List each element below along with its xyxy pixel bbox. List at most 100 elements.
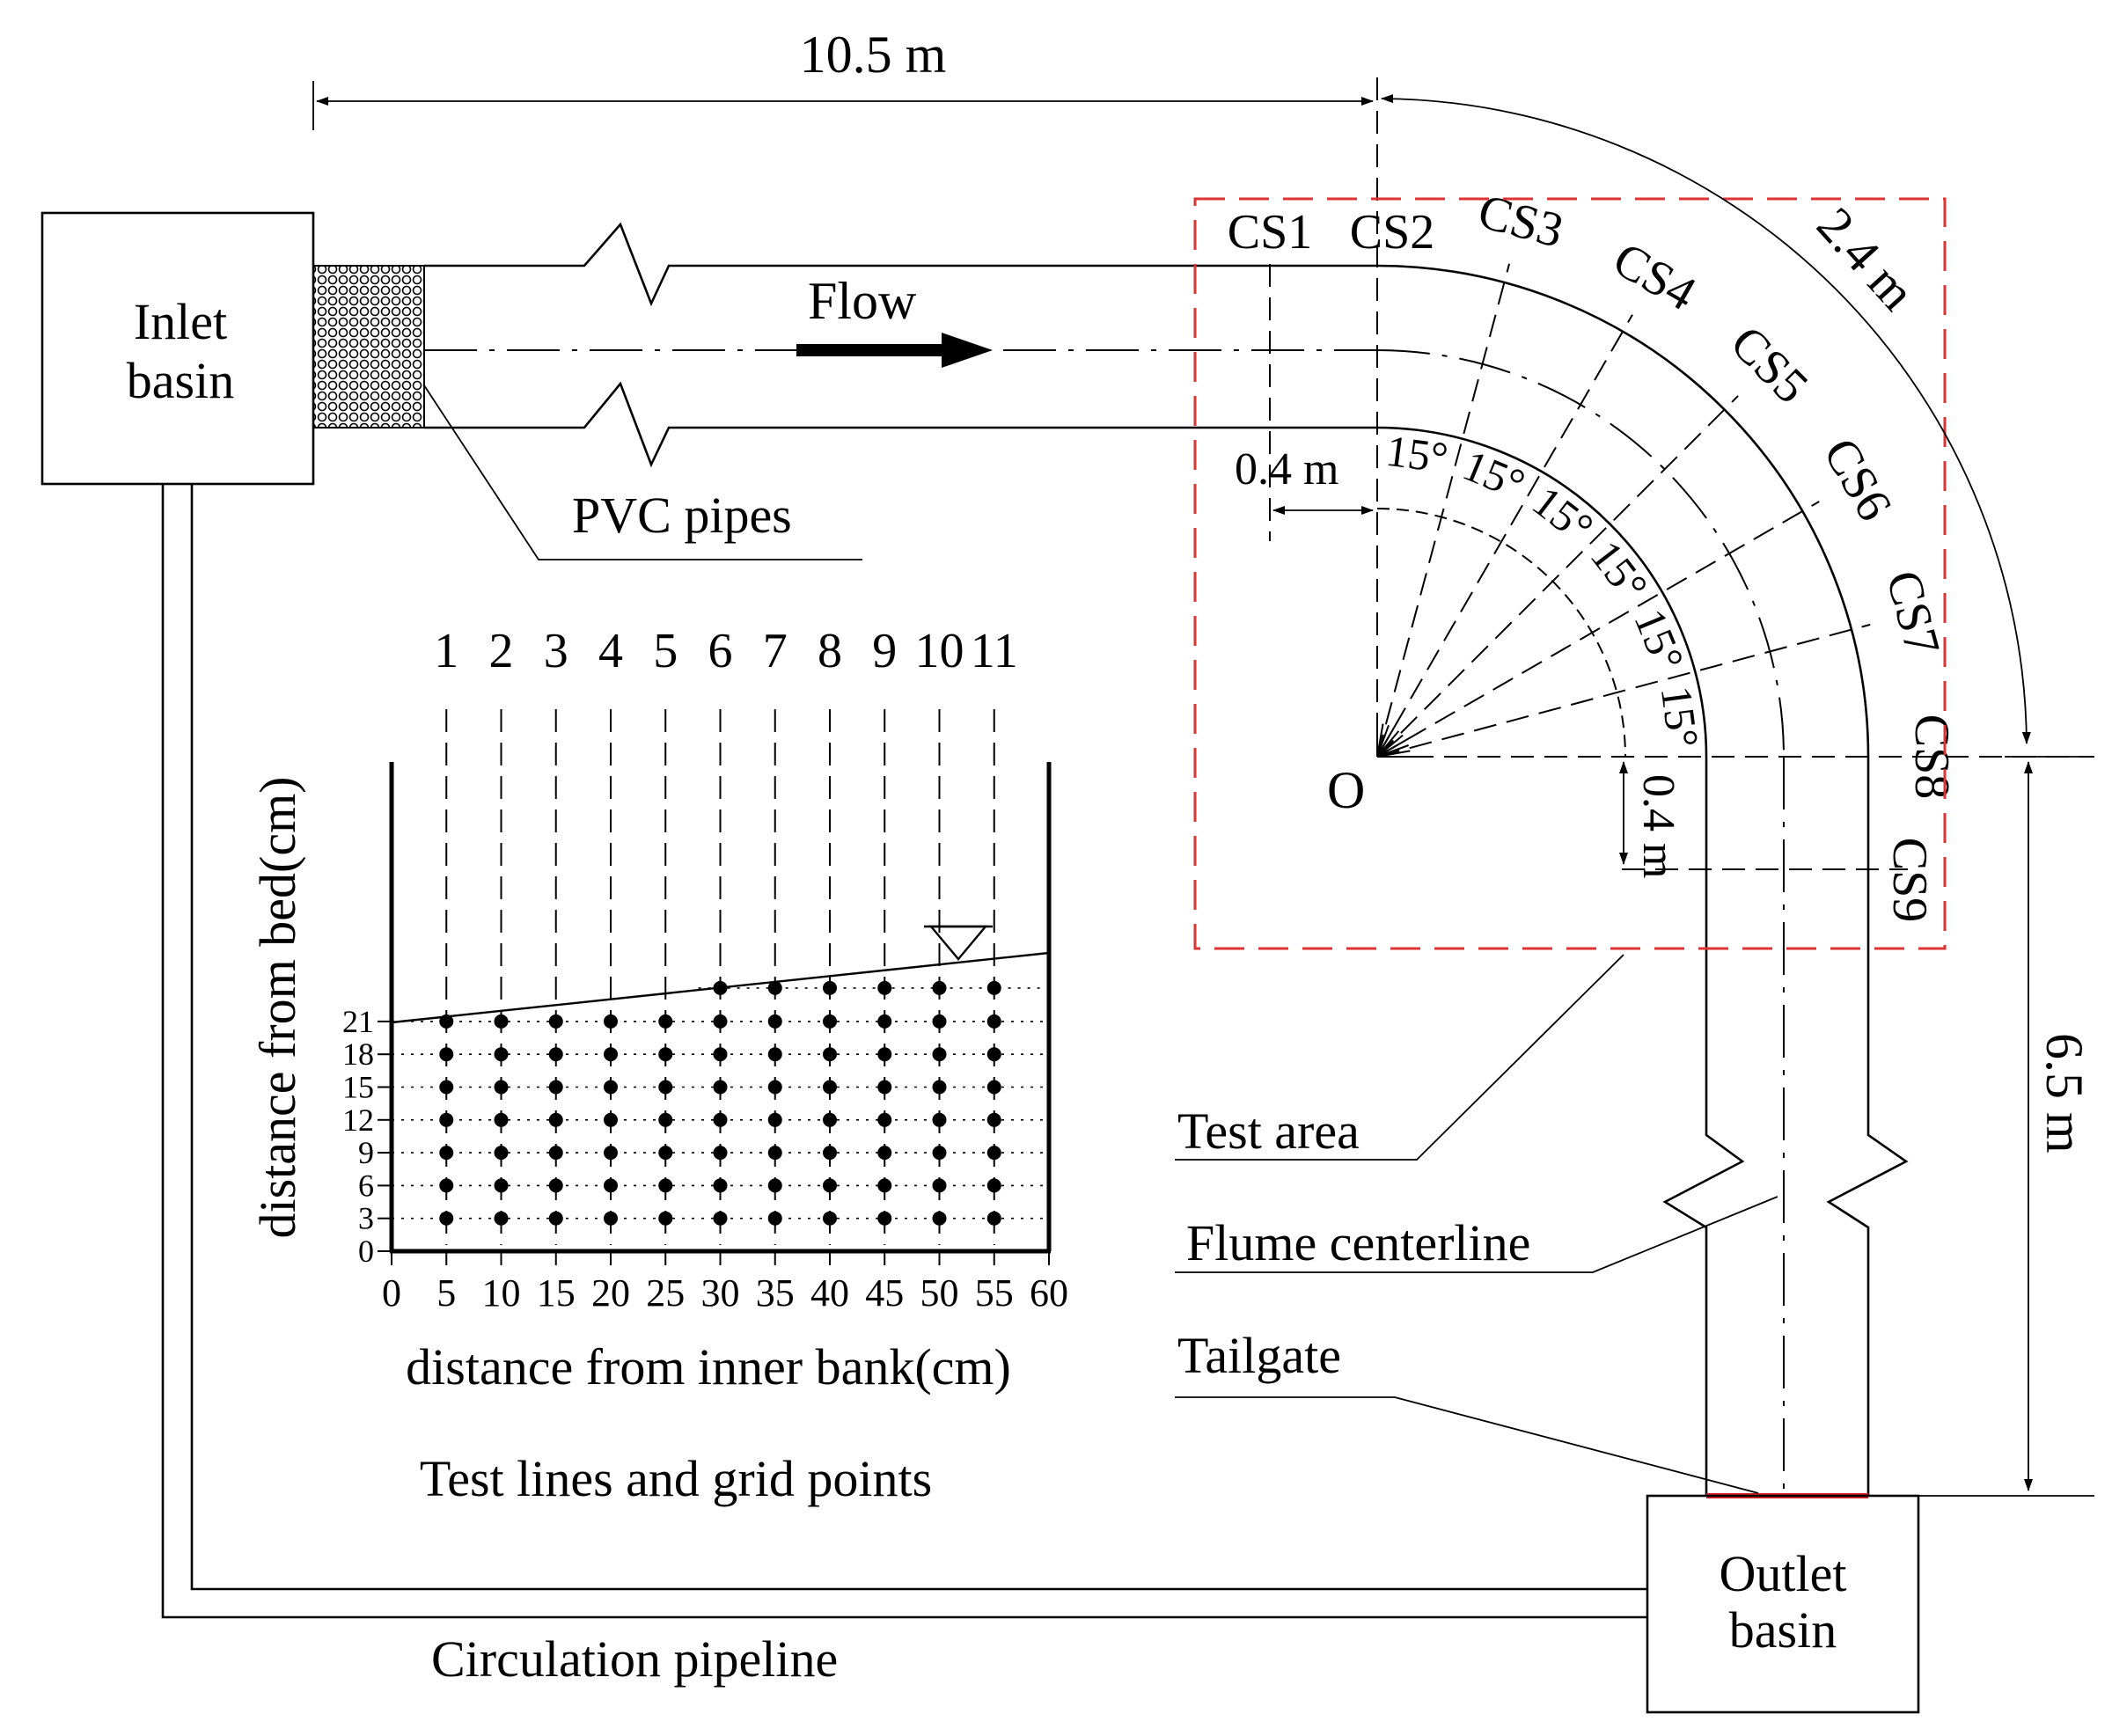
y-tick-label: 6 xyxy=(358,1168,374,1203)
grid-point xyxy=(767,1080,782,1095)
grid-point xyxy=(439,1080,454,1095)
cs-label: CS6 xyxy=(1813,429,1903,531)
grid-point xyxy=(439,1146,454,1161)
grid-point xyxy=(439,1047,454,1062)
test-line-label: 4 xyxy=(598,624,623,678)
radial-line xyxy=(1376,314,1633,758)
x-tick-label: 60 xyxy=(1030,1271,1068,1315)
test-area-label: Test area xyxy=(1177,1102,1360,1160)
grid-point xyxy=(767,1047,782,1062)
grid-point xyxy=(986,1112,1001,1127)
test-line-label: 9 xyxy=(872,624,897,678)
tailgate-label: Tailgate xyxy=(1177,1327,1341,1384)
grid-point xyxy=(877,1047,892,1062)
y-tick-label: 15 xyxy=(342,1070,374,1105)
pvc-pipes-bundle xyxy=(312,265,425,429)
grid-point xyxy=(877,1146,892,1161)
grid-point xyxy=(986,1146,1001,1161)
grid-point xyxy=(548,1014,563,1029)
test-line-label: 3 xyxy=(544,624,568,678)
grid-point xyxy=(713,980,728,995)
cs-label: CS2 xyxy=(1350,205,1435,260)
grid-point xyxy=(494,1112,509,1127)
x-tick-label: 5 xyxy=(436,1271,456,1315)
x-tick-label: 20 xyxy=(591,1271,630,1315)
test-line-label: 1 xyxy=(434,624,458,678)
cs-label: CS1 xyxy=(1228,205,1313,260)
grid-point xyxy=(767,1211,782,1226)
center-fan-line xyxy=(1376,750,1411,758)
grid-point xyxy=(932,1014,947,1029)
flume-lower-wall xyxy=(424,381,1377,468)
grid-point xyxy=(658,1080,673,1095)
dim-10-5-label: 10.5 m xyxy=(800,26,947,84)
grid-point xyxy=(713,1211,728,1226)
grid-point xyxy=(604,1047,618,1062)
angle-label: 15° xyxy=(1383,426,1451,483)
x-tick-label: 55 xyxy=(975,1271,1014,1315)
grid-point xyxy=(494,1080,509,1095)
grid-point xyxy=(986,1211,1001,1226)
grid-point xyxy=(877,1112,892,1127)
angle-label: 15° xyxy=(1581,531,1658,611)
outlet-outer-wall xyxy=(1826,757,1909,1496)
pvc-pipes-label: PVC pipes xyxy=(572,487,792,544)
pvc-pipes-leader xyxy=(423,385,862,560)
dim-2-4-label: 2.4 m xyxy=(1806,196,1926,321)
cs-label: CS4 xyxy=(1604,231,1705,321)
cs-label: CS7 xyxy=(1875,565,1950,661)
grid-point xyxy=(494,1047,509,1062)
grid-point xyxy=(932,1146,947,1161)
outlet-inner-wall xyxy=(1662,757,1745,1496)
x-tick-label: 45 xyxy=(865,1271,904,1315)
test-line-label: 5 xyxy=(653,624,678,678)
outlet-basin-label-2: basin xyxy=(1729,1601,1837,1659)
y-tick-label: 12 xyxy=(342,1102,374,1138)
grid-point xyxy=(548,1178,563,1193)
angle-label: 15° xyxy=(1652,683,1709,751)
grid-point xyxy=(713,1146,728,1161)
grid-point xyxy=(823,1146,837,1161)
angle-label: 15° xyxy=(1624,602,1694,678)
grid-point xyxy=(932,1112,947,1127)
grid-point xyxy=(548,1112,563,1127)
x-tick-label: 50 xyxy=(920,1271,959,1315)
y-tick-label: 9 xyxy=(358,1135,374,1170)
grid-point xyxy=(767,1146,782,1161)
cs-label: CS8 xyxy=(1904,714,1959,800)
grid-point xyxy=(823,1080,837,1095)
x-tick-label: 15 xyxy=(537,1271,576,1315)
dim-2-4-arc xyxy=(1381,94,2031,744)
flume-centerline-label: Flume centerline xyxy=(1186,1214,1530,1271)
test-area-leader xyxy=(1175,954,1624,1161)
y-tick-label: 3 xyxy=(358,1201,374,1236)
cs-label: CS3 xyxy=(1472,184,1568,259)
grid-point xyxy=(823,980,837,995)
grid-point xyxy=(439,1112,454,1127)
x-tick-label: 0 xyxy=(382,1271,401,1315)
grid-point xyxy=(932,1047,947,1062)
grid-point xyxy=(877,1014,892,1029)
grid-point xyxy=(494,1146,509,1161)
grid-point xyxy=(932,1211,947,1226)
grid-point xyxy=(767,980,782,995)
grid-point xyxy=(658,1178,673,1193)
test-line-label: 2 xyxy=(489,624,514,678)
grid-point xyxy=(767,1014,782,1029)
inlet-basin-label-1: Inlet xyxy=(134,293,227,350)
x-tick-label: 30 xyxy=(701,1271,740,1315)
grid-point xyxy=(986,1080,1001,1095)
grid-point xyxy=(658,1146,673,1161)
x-tick-label: 40 xyxy=(810,1271,849,1315)
grid-point xyxy=(877,1178,892,1193)
circulation-pipeline-label: Circulation pipeline xyxy=(431,1630,838,1688)
grid-point xyxy=(986,1047,1001,1062)
grid-point xyxy=(604,1178,618,1193)
test-line-label: 11 xyxy=(971,624,1018,678)
circulation-pipe-outer xyxy=(161,484,1647,1619)
grid-point xyxy=(767,1178,782,1193)
flume-centerline-leader xyxy=(1175,1196,1778,1273)
flume-upper-wall xyxy=(424,222,1377,307)
grid-point xyxy=(658,1047,673,1062)
inlet-basin-label-2: basin xyxy=(127,352,234,409)
